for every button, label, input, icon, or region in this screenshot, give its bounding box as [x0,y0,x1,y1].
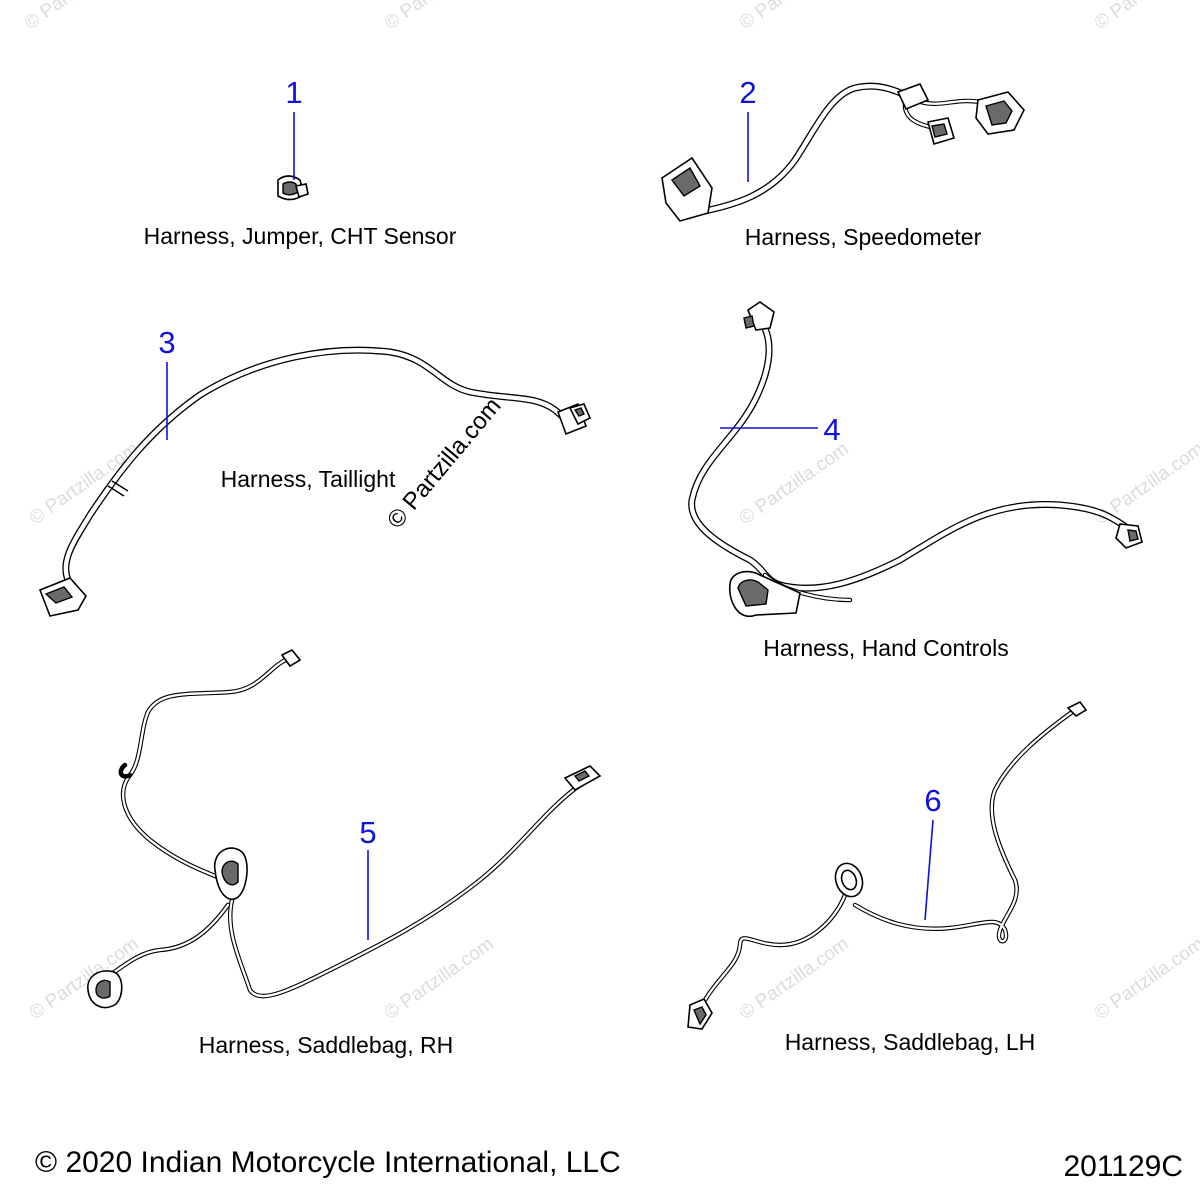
watermark: © Partzilla.com [1091,933,1200,1024]
part-6-saddlebag-lh-harness[interactable] [687,700,1088,1030]
callout-number-3: 3 [158,325,175,360]
callout-label-1: Harness, Jumper, CHT Sensor [144,223,457,249]
watermark: © Partzilla.com [26,438,143,529]
callout-number-2: 2 [739,75,756,110]
callout-number-5: 5 [359,815,376,850]
diagram-id: 201129C [1063,1150,1183,1183]
copyright-text: © 2020 Indian Motorcycle International, … [35,1146,621,1179]
callout-label-3: Harness, Taillight [221,466,396,492]
callout-number-1: 1 [285,75,302,110]
part-4-hand-controls-harness[interactable] [688,301,1143,618]
part-5-saddlebag-rh-harness[interactable] [87,648,602,1009]
watermark-center: © Partzilla.com [382,393,507,534]
watermark: © Partzilla.com [381,933,498,1024]
callout-label-4: Harness, Hand Controls [763,635,1008,661]
part-1-cht-jumper[interactable] [277,175,309,201]
watermark: © Partzilla.com [381,0,498,34]
watermark: © Partzilla.com [21,0,138,34]
callout-label-6: Harness, Saddlebag, LH [785,1029,1036,1055]
watermark: © Partzilla.com [1091,0,1200,34]
watermark: © Partzilla.com [736,933,853,1024]
watermark: © Partzilla.com [736,0,853,34]
callout-number-6: 6 [924,783,941,818]
part-2-speedometer-harness[interactable] [661,82,1025,222]
callout-number-4: 4 [823,412,840,447]
leader-line-6 [924,819,934,921]
watermark: © Partzilla.com [736,438,853,529]
watermark: © Partzilla.com [26,933,143,1024]
part-3-taillight-harness[interactable] [38,346,592,617]
callout-label-5: Harness, Saddlebag, RH [199,1032,453,1058]
callout-label-2: Harness, Speedometer [745,224,982,250]
